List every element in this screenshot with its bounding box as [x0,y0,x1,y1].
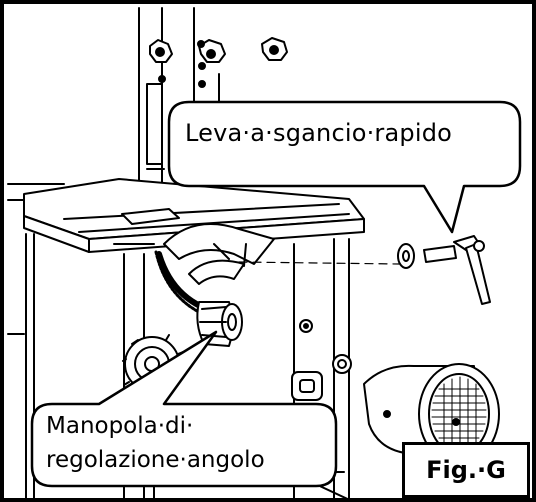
blade-guide-column [138,7,220,187]
callout-label-angle-knob-line2: regolazione·angolo [46,447,265,473]
figure-label-box: Fig.·G [402,442,530,498]
quick-release-lever-part [238,235,491,305]
bandsaw-table-drawing [7,7,522,498]
angle-adjust-knob [196,301,243,347]
top-knobs [149,37,288,88]
callout-bubble-knob [30,330,338,488]
motor-vent-grille [431,376,487,452]
figure-label: Fig.·G [426,456,506,484]
body-hardware [291,319,352,401]
callout-label-angle-knob-line1: Manopola·di· [46,413,194,439]
callout-bubble-lever [167,100,522,234]
callout-label-quick-release-lever: Leva·a·sgancio·rapido [185,119,453,147]
